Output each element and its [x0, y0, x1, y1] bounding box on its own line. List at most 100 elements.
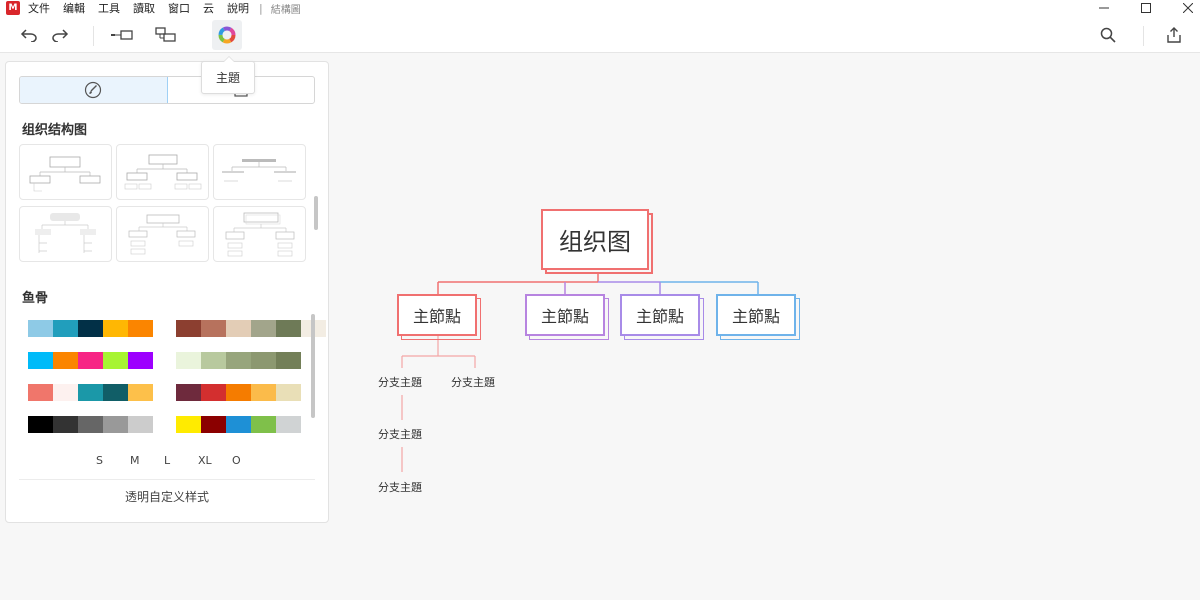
main-topic-label: 主節點 [412, 307, 461, 326]
panel-tabs [19, 76, 315, 104]
share-icon [1167, 27, 1181, 43]
insert-subtopic-button[interactable] [151, 20, 181, 50]
search-icon [1100, 27, 1116, 43]
palette-scrollbar[interactable] [311, 314, 315, 418]
panel-divider [19, 479, 315, 480]
color-swatch [276, 320, 301, 337]
layout-option-1[interactable] [19, 144, 112, 200]
color-swatch [201, 320, 226, 337]
search-button[interactable] [1093, 20, 1123, 50]
main-topic-node-2[interactable]: 主節點 [525, 294, 605, 336]
color-swatch [28, 384, 53, 401]
tab-style[interactable] [20, 77, 168, 103]
color-swatch [128, 384, 153, 401]
color-swatch [251, 320, 276, 337]
sub-topic-4[interactable]: 分支主題 [378, 481, 422, 494]
sub-topic-3[interactable]: 分支主題 [378, 428, 422, 441]
title-bar: M 文件 编輯 工具 讀取 窗口 云 說明 | 結構圖 [0, 0, 1200, 16]
undo-icon [20, 29, 37, 42]
layout-option-2[interactable] [116, 144, 209, 200]
color-swatch [276, 416, 301, 433]
main-topic-node-3[interactable]: 主節點 [620, 294, 700, 336]
main-topic-node-1[interactable]: 主節點 [397, 294, 477, 336]
org-layout-preview [29, 156, 101, 192]
redo-button[interactable] [45, 20, 75, 50]
color-swatch [226, 320, 251, 337]
color-swatch [201, 384, 226, 401]
insert-topic-button[interactable] [107, 20, 137, 50]
color-swatch [78, 352, 103, 369]
org-layout-preview [128, 214, 196, 255]
sub-topic-1[interactable]: 分支主題 [378, 376, 422, 389]
root-node[interactable]: 组织图 [541, 209, 649, 270]
color-swatch [28, 352, 53, 369]
menu-file[interactable]: 文件 [28, 2, 50, 15]
size-option-xl[interactable]: XL [198, 454, 212, 467]
layout-option-3[interactable] [213, 144, 306, 200]
color-swatch [176, 320, 201, 337]
menu-cloud[interactable]: 云 [203, 2, 214, 15]
color-swatch [78, 416, 103, 433]
color-swatch [201, 352, 226, 369]
size-option-o[interactable]: O [232, 454, 241, 467]
color-swatch [28, 416, 53, 433]
color-swatch [276, 352, 301, 369]
color-palette-left-1[interactable] [28, 320, 153, 337]
menu-help[interactable]: 說明 [227, 2, 249, 15]
close-window-button[interactable] [1170, 0, 1200, 16]
color-swatch [103, 352, 128, 369]
size-option-s[interactable]: S [96, 454, 103, 467]
theme-panel: 组织结构图 鱼骨 S M L XL O 透明自定义样式 [5, 61, 329, 523]
color-palette-left-2[interactable] [28, 352, 153, 369]
color-swatch [251, 416, 276, 433]
color-swatch [176, 416, 201, 433]
color-swatch [103, 416, 128, 433]
title-separator: | [259, 1, 263, 15]
maximize-icon [1141, 3, 1151, 13]
share-export-button[interactable] [1159, 20, 1189, 50]
sub-topic-2[interactable]: 分支主題 [451, 376, 495, 389]
app-logo-icon: M [6, 1, 20, 15]
mindmap-canvas[interactable]: 组织图 主節點 主節點 主節點 主節點 分支主題 分支主題 分支主題 分支主題 [330, 54, 1200, 600]
transparent-custom-style-button[interactable]: 透明自定义样式 [124, 490, 209, 504]
menu-window[interactable]: 窗口 [168, 2, 190, 15]
color-swatch [251, 384, 276, 401]
layout-option-5[interactable] [116, 206, 209, 262]
org-layout-preview [225, 212, 295, 257]
main-topic-label: 主節點 [731, 307, 780, 326]
layout-option-6[interactable] [213, 206, 306, 262]
color-palette-left-3[interactable] [28, 384, 153, 401]
menu-tools[interactable]: 工具 [98, 2, 120, 15]
menu-edit[interactable]: 编輯 [63, 2, 85, 15]
layout-scrollbar[interactable] [314, 196, 318, 230]
color-palette-right-1[interactable] [176, 320, 326, 337]
color-palette-right-2[interactable] [176, 352, 301, 369]
color-swatch [251, 352, 276, 369]
undo-button[interactable] [14, 20, 44, 50]
color-swatch [226, 416, 251, 433]
color-swatch [103, 320, 128, 337]
org-layout-preview [124, 154, 202, 190]
subtopic-icon [155, 27, 176, 42]
color-palette-right-3[interactable] [176, 384, 301, 401]
redo-icon [52, 29, 69, 42]
toolbar-separator [1143, 26, 1144, 46]
color-swatch [128, 416, 153, 433]
maximize-button[interactable] [1128, 0, 1164, 16]
main-topic-node-4[interactable]: 主節點 [716, 294, 796, 336]
color-palette-right-4[interactable] [176, 416, 301, 433]
color-swatch [201, 416, 226, 433]
theme-button[interactable] [212, 20, 242, 50]
size-option-m[interactable]: M [130, 454, 140, 467]
color-swatch [28, 320, 53, 337]
size-options: S M L XL O [96, 454, 266, 467]
color-swatch [53, 320, 78, 337]
org-layout-preview [222, 159, 296, 182]
color-swatch [176, 352, 201, 369]
size-option-l[interactable]: L [164, 454, 171, 467]
minimize-button[interactable] [1086, 0, 1122, 16]
menu-read[interactable]: 讀取 [133, 2, 155, 15]
layout-option-4[interactable] [19, 206, 112, 262]
color-palette-left-4[interactable] [28, 416, 153, 433]
color-swatch [276, 384, 301, 401]
